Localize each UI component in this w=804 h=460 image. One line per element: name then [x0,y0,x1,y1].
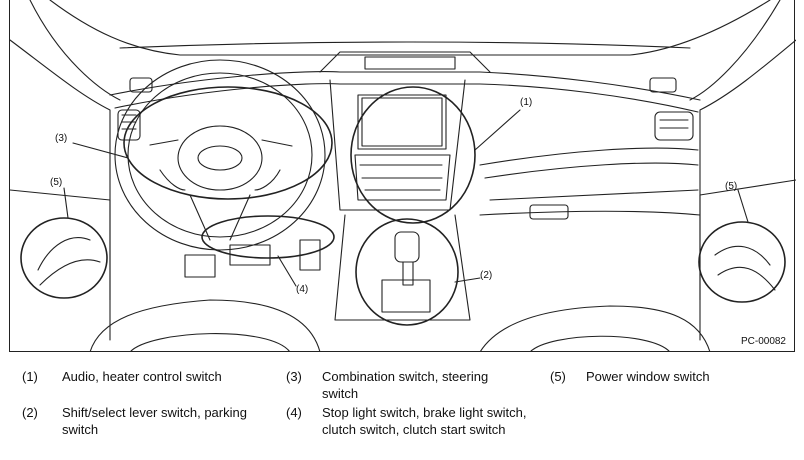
display-screen [364,56,456,70]
legend-number: (1) [22,369,38,384]
legend-number: (3) [286,369,302,384]
display-hood [319,51,491,73]
dash-top [109,71,701,101]
shift-lever-knob [394,231,420,263]
legend-item: (4) Stop light switch, brake light switc… [286,404,537,438]
leader-4 [277,255,297,287]
dashboard-line-drawing [10,0,796,352]
legend-text: Combination switch, steering switch [322,369,489,401]
glovebox-line [479,147,699,166]
clutch-pedal [184,254,216,278]
legend-item: (5) Power window switch [550,368,786,385]
right-seat [479,305,711,352]
combination-switch-circle [123,86,333,200]
legend-text: Audio, heater control switch [62,369,222,384]
left-power-window-circle [20,217,108,299]
right-vent [654,111,694,141]
legend-number: (5) [550,369,566,384]
leader-3 [72,142,129,159]
legend-number: (4) [286,405,302,420]
legend: (1) Audio, heater control switch (2) Shi… [0,360,804,460]
center-console [334,214,471,321]
audio-screen [361,97,443,147]
figure-code: PC-00082 [740,336,786,347]
center-stack [329,79,466,211]
steering-wheel-inner [127,72,313,238]
right-a-pillar [699,39,796,301]
leader-5a [63,187,69,219]
callout-4: (4) [296,284,309,295]
shifter-switch-circle [355,218,459,326]
right-door-panel [699,179,796,341]
audio-heater-circle [350,86,476,224]
roof-inner-line [119,41,691,49]
steering-emblem [197,145,243,171]
legend-text: Power window switch [586,369,710,384]
left-seat [89,299,321,352]
legend-item: (2) Shift/select lever switch, parking s… [22,404,277,438]
legend-item: (3) Combination switch, steering switch [286,368,522,402]
leader-2 [454,277,481,283]
pedal-switch-circle [201,215,335,259]
callout-1: (1) [520,97,533,108]
callout-2: (2) [480,270,493,281]
callout-3: (3) [55,133,68,144]
right-power-window-circle [698,221,786,303]
shift-gate [381,279,431,313]
legend-text: Shift/select lever switch, parking switc… [62,405,247,437]
steering-hub [177,125,263,191]
right-top-vent [649,77,677,93]
left-a-pillar [10,39,111,301]
leader-5b [737,189,749,223]
left-door-panel [10,189,111,341]
callout-5-left: (5) [50,177,63,188]
legend-text: Stop light switch, brake light switch, c… [322,405,527,437]
callout-5-right: (5) [725,181,738,192]
dashboard-figure: (1) (2) (3) (4) (5) (5) PC-00082 [9,0,796,352]
legend-number: (2) [22,405,38,420]
legend-item: (1) Audio, heater control switch [22,368,282,385]
windshield-outline [49,0,771,56]
leader-1 [474,109,521,151]
